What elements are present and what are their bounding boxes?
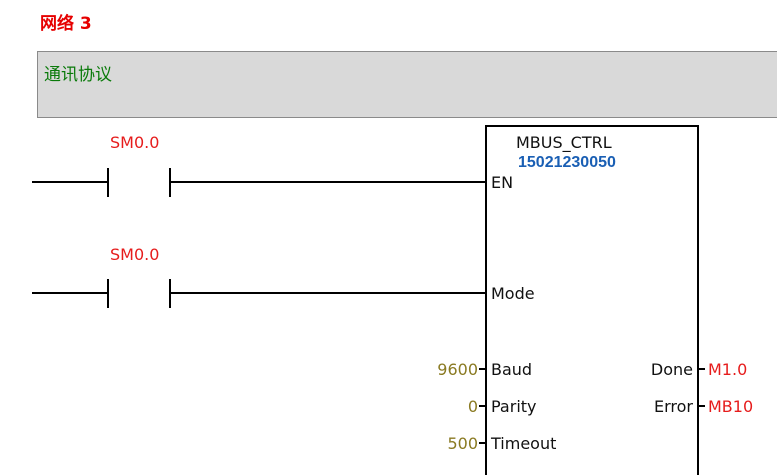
network-comment-box[interactable]: [37, 51, 777, 118]
function-block-box: [485, 125, 699, 475]
done-value[interactable]: M1.0: [708, 360, 748, 379]
error-value[interactable]: MB10: [708, 397, 754, 416]
function-block-name[interactable]: MBUS_CTRL: [516, 133, 612, 152]
pin-timeout: Timeout: [491, 434, 557, 453]
watermark-text: 15021230050: [518, 154, 616, 171]
pin-mode: Mode: [491, 284, 535, 303]
baud-value[interactable]: 9600: [437, 360, 478, 379]
network-comment: 通讯协议: [44, 65, 112, 85]
pin-parity: Parity: [491, 397, 537, 416]
pin-done: Done: [650, 360, 693, 379]
rung2-contact-label[interactable]: SM0.0: [110, 245, 160, 264]
timeout-value[interactable]: 500: [447, 434, 478, 453]
pin-en: EN: [491, 173, 514, 192]
pin-baud: Baud: [491, 360, 533, 379]
rung1-contact-label[interactable]: SM0.0: [110, 133, 160, 152]
network-title: 网络 3: [40, 14, 92, 34]
pin-error: Error: [654, 397, 693, 416]
parity-value[interactable]: 0: [467, 397, 478, 416]
